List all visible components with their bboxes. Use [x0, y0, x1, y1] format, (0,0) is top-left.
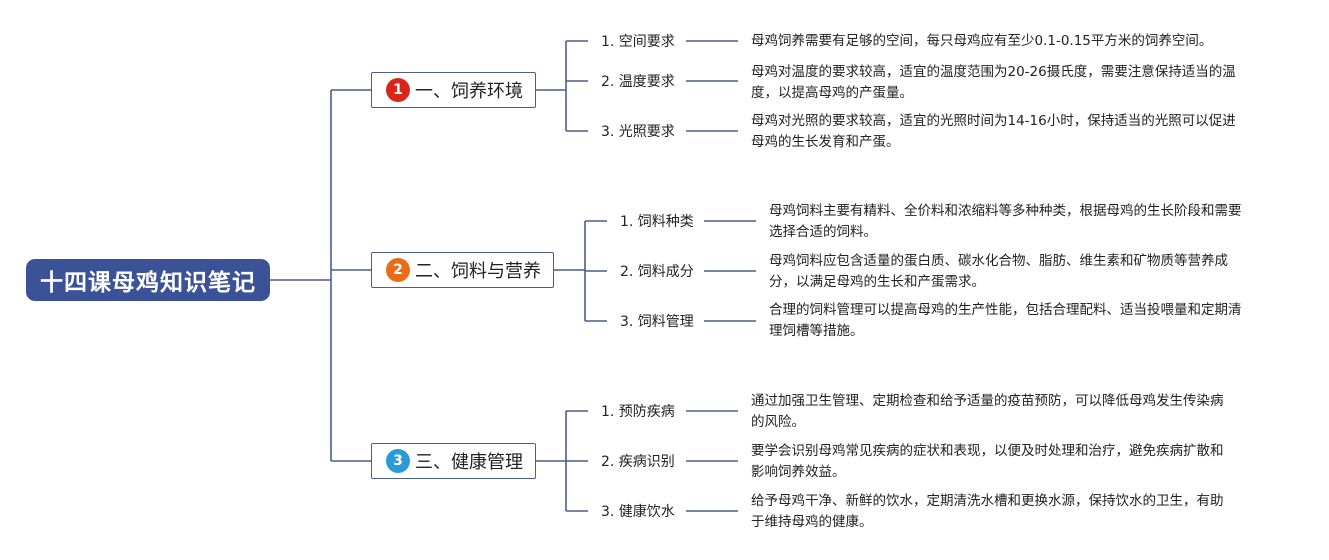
number-badge-icon: 2 [386, 258, 410, 282]
branch-feed-and-nutrition[interactable]: 2 二、饲料与营养 [371, 252, 554, 288]
branch-feeding-environment[interactable]: 1 一、饲养环境 [371, 72, 536, 108]
branch-health-management[interactable]: 3 三、健康管理 [371, 443, 536, 479]
topic-healthy-drinking-water[interactable]: 3. 健康饮水 [601, 504, 675, 520]
note-feed-composition: 母鸡饲料应包含适量的蛋白质、碳水化合物、脂肪、维生素和矿物质等营养成 分，以满足… [769, 253, 1228, 290]
topic-feed-types[interactable]: 1. 饲料种类 [620, 214, 694, 230]
note-disease-identification: 要学会识别母鸡常见疾病的症状和表现，以便及时处理和治疗，避免疾病扩散和 影响饲养… [751, 443, 1224, 480]
number-badge-icon: 1 [386, 78, 410, 102]
topic-light-requirement[interactable]: 3. 光照要求 [601, 124, 675, 140]
topic-disease-prevention[interactable]: 1. 预防疾病 [601, 404, 675, 420]
note-feed-management: 合理的饲料管理可以提高母鸡的生产性能，包括合理配料、适当投喂量和定期清 理饲槽等… [769, 302, 1242, 339]
topic-disease-identification[interactable]: 2. 疾病识别 [601, 454, 675, 470]
topic-temperature-requirement[interactable]: 2. 温度要求 [601, 74, 675, 90]
topic-space-requirement[interactable]: 1. 空间要求 [601, 34, 675, 50]
note-temperature-requirement: 母鸡对温度的要求较高，适宜的温度范围为20-26摄氏度，需要注意保持适当的温 度… [751, 64, 1236, 101]
note-space-requirement: 母鸡饲养需要有足够的空间，每只母鸡应有至少0.1-0.15平方米的饲养空间。 [751, 33, 1213, 49]
note-light-requirement: 母鸡对光照的要求较高，适宜的光照时间为14-16小时，保持适当的光照可以促进 母… [751, 113, 1236, 150]
branch-label: 三、健康管理 [415, 452, 523, 473]
note-disease-prevention: 通过加强卫生管理、定期检查和给予适量的疫苗预防，可以降低母鸡发生传染病 的风险。 [751, 393, 1224, 430]
number-badge-icon: 3 [386, 449, 410, 473]
note-feed-types: 母鸡饲料主要有精料、全价料和浓缩料等多种种类，根据母鸡的生长阶段和需要 选择合适… [769, 203, 1242, 240]
topic-feed-management[interactable]: 3. 饲料管理 [620, 314, 694, 330]
branch-label: 二、饲料与营养 [415, 261, 541, 282]
topic-feed-composition[interactable]: 2. 饲料成分 [620, 264, 694, 280]
root-topic[interactable]: 十四课母鸡知识笔记 [26, 259, 270, 301]
branch-label: 一、饲养环境 [415, 81, 523, 102]
note-healthy-drinking-water: 给予母鸡干净、新鲜的饮水，定期清洗水槽和更换水源，保持饮水的卫生，有助 于维持母… [751, 493, 1224, 530]
